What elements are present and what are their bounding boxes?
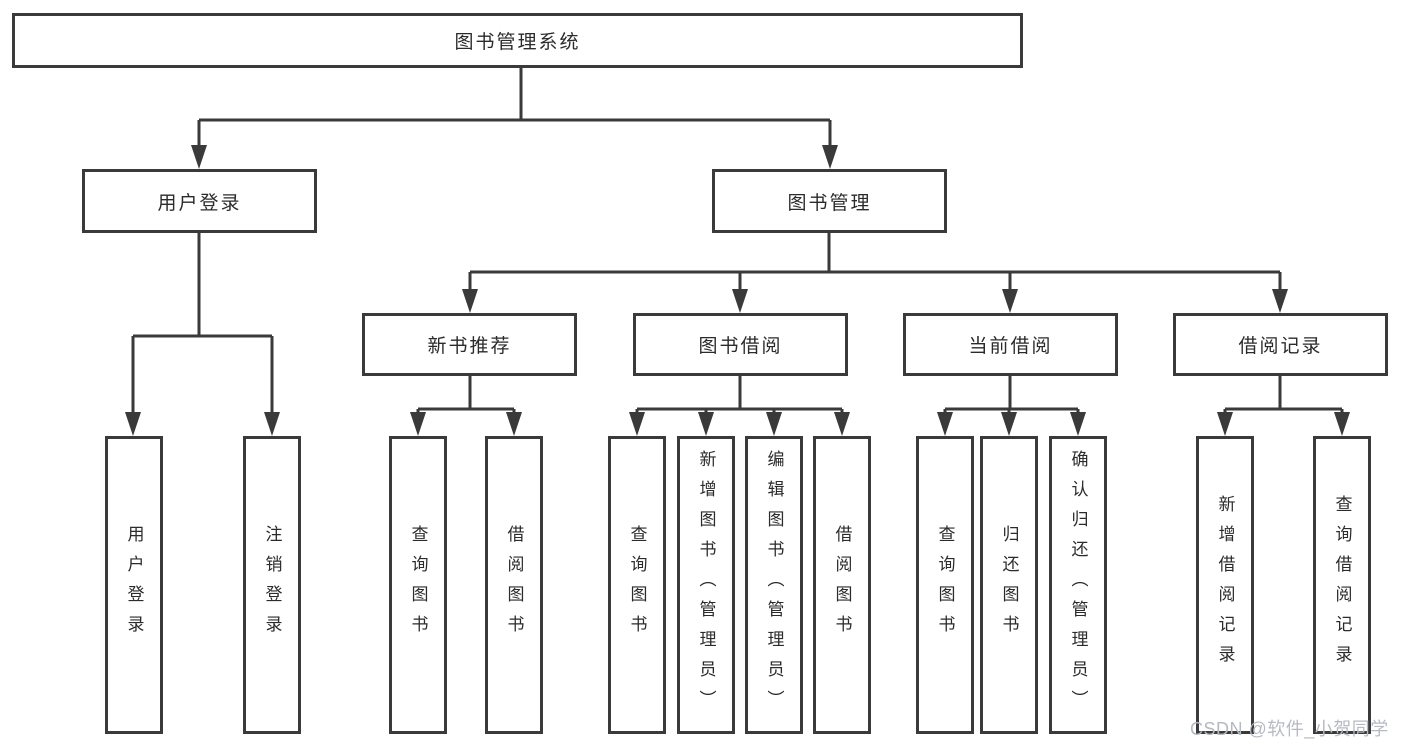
leaf-query-borrow-record-label: 查询借阅记录 [1332, 495, 1352, 675]
leaf-user-login: 用户登录 [105, 436, 163, 734]
branch-user-login-box: 用户登录 [82, 169, 317, 233]
category-book-borrow-box: 图书借阅 [633, 313, 848, 376]
leaf-add-borrow-record: 新增借阅记录 [1196, 436, 1254, 734]
leaf-query-books-3: 查询图书 [916, 436, 974, 734]
leaf-logout: 注销登录 [243, 436, 301, 734]
leaf-query-books-1-label: 查询图书 [408, 525, 428, 645]
leaf-borrow-books-2-label: 借阅图书 [832, 525, 852, 645]
watermark: CSDN @软件_小贺同学 [1190, 719, 1389, 739]
leaf-add-book-admin-label: 新增图书（管理员） [696, 450, 716, 720]
category-borrow-record-box: 借阅记录 [1173, 313, 1388, 376]
leaf-query-books-3-label: 查询图书 [935, 525, 955, 645]
leaf-borrow-books-1: 借阅图书 [485, 436, 543, 734]
leaf-query-books-2: 查询图书 [608, 436, 666, 734]
leaf-edit-book-admin: 编辑图书（管理员） [745, 436, 803, 734]
category-new-book-recommend-box: 新书推荐 [362, 313, 577, 376]
branch-book-management-box: 图书管理 [712, 169, 947, 233]
leaf-logout-label: 注销登录 [262, 525, 282, 645]
leaf-query-borrow-record: 查询借阅记录 [1313, 436, 1371, 734]
leaf-user-login-label: 用户登录 [124, 525, 144, 645]
leaf-return-book-label: 归还图书 [999, 525, 1019, 645]
leaf-return-book: 归还图书 [980, 436, 1038, 734]
leaf-borrow-books-2: 借阅图书 [813, 436, 871, 734]
leaf-confirm-return-admin: 确认归还（管理员） [1049, 436, 1107, 734]
leaf-borrow-books-1-label: 借阅图书 [504, 525, 524, 645]
leaf-add-book-admin: 新增图书（管理员） [677, 436, 735, 734]
leaf-query-books-1: 查询图书 [389, 436, 447, 734]
category-current-borrow-box: 当前借阅 [903, 313, 1118, 376]
leaf-add-borrow-record-label: 新增借阅记录 [1215, 495, 1235, 675]
root-box: 图书管理系统 [12, 13, 1023, 68]
leaf-confirm-return-admin-label: 确认归还（管理员） [1068, 450, 1088, 720]
leaf-edit-book-admin-label: 编辑图书（管理员） [764, 450, 784, 720]
leaf-query-books-2-label: 查询图书 [627, 525, 647, 645]
